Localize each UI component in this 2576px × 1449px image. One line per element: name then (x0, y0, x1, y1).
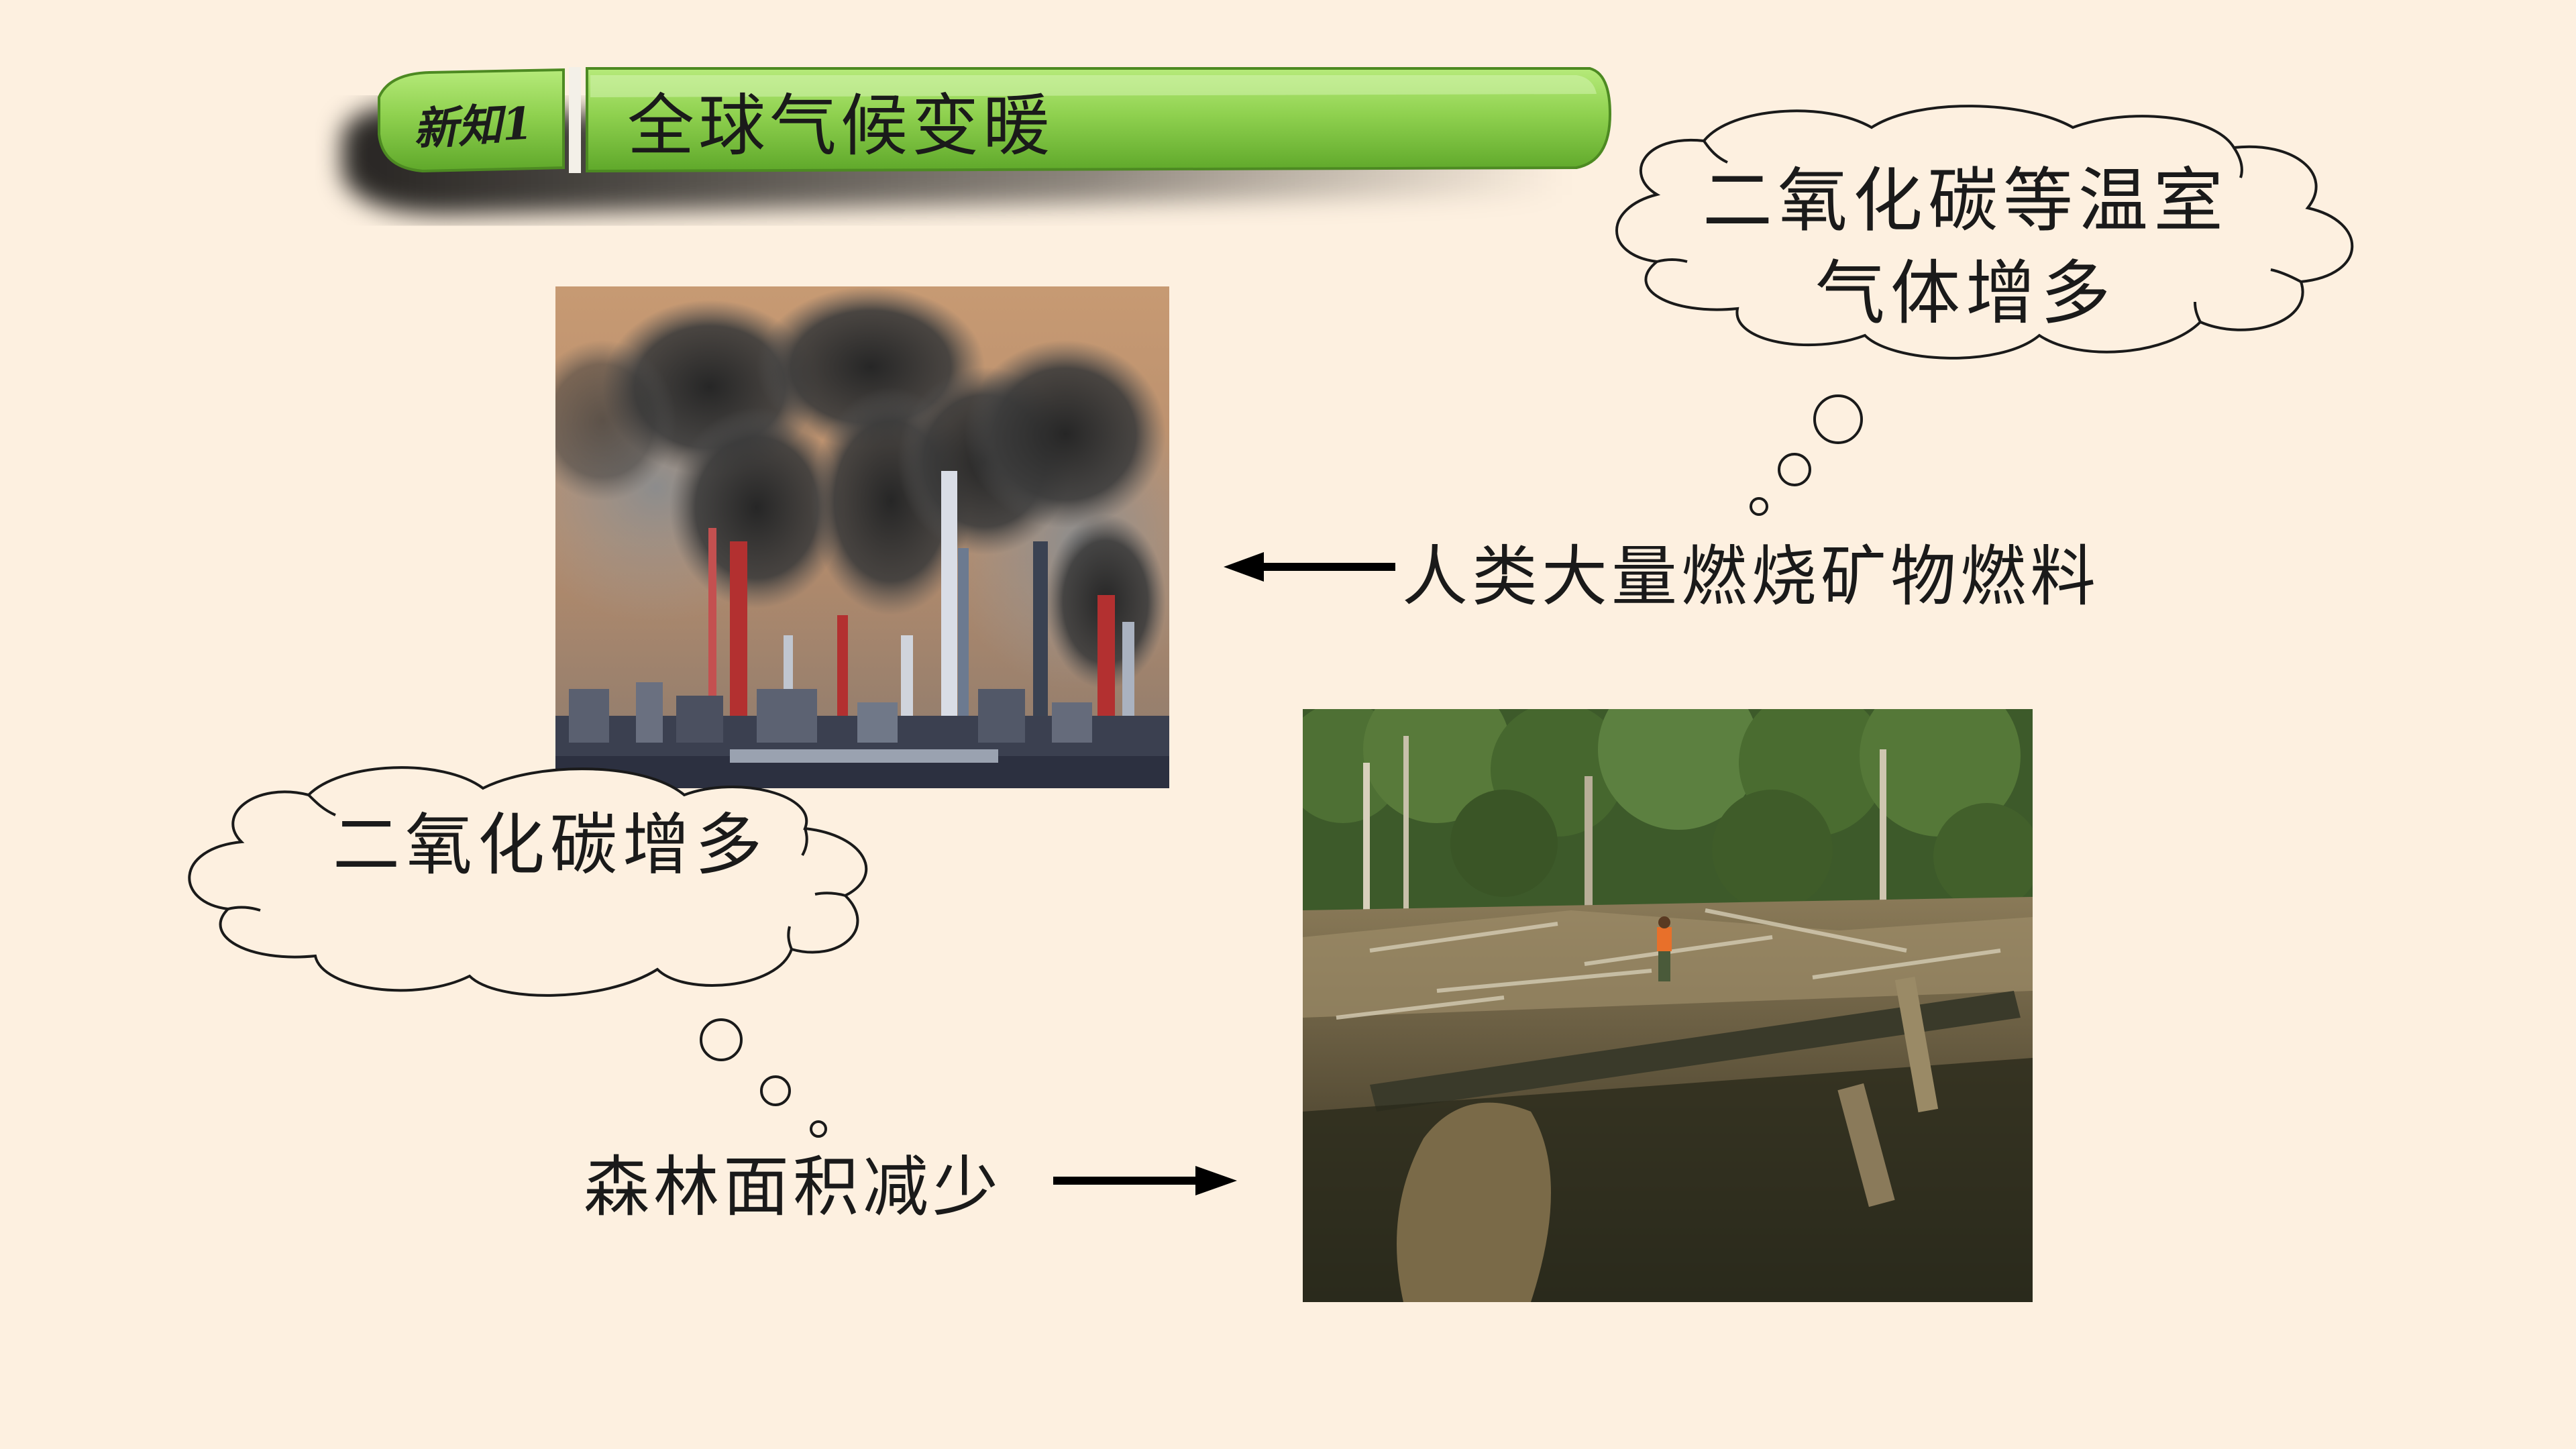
deforestation-photo (1303, 709, 2033, 1302)
greenhouse-gas-text: 二氧化碳等温室 气体增多 (1630, 154, 2301, 339)
section-badge: 新知1 (412, 97, 535, 156)
fossil-fuel-caption: 人类大量燃烧矿物燃料 (1402, 539, 2100, 615)
greenhouse-line-2: 气体增多 (1815, 252, 2116, 334)
thought-bubble-medium (758, 1073, 793, 1108)
thought-bubble-large (1811, 392, 1865, 446)
thought-cloud-greenhouse (1543, 101, 2442, 402)
thought-bubble-small (808, 1119, 828, 1139)
thought-bubble-small (1748, 495, 1770, 518)
arrow-right-icon (1046, 1161, 1241, 1201)
co2-increase-text: 二氧化碳增多 (333, 806, 767, 884)
page-title: 全球气候变暖 (627, 87, 1054, 165)
title-banner (315, 60, 1623, 241)
thought-bubble-large (698, 1016, 745, 1063)
arrow-left-icon (1220, 547, 1407, 587)
thought-bubble-medium (1776, 451, 1813, 488)
thought-cloud-co2 (134, 761, 976, 1016)
forest-loss-caption: 森林面积减少 (584, 1149, 1003, 1226)
greenhouse-line-1: 二氧化碳等温室 (1702, 160, 2229, 241)
factory-smoke-photo (555, 286, 1169, 788)
